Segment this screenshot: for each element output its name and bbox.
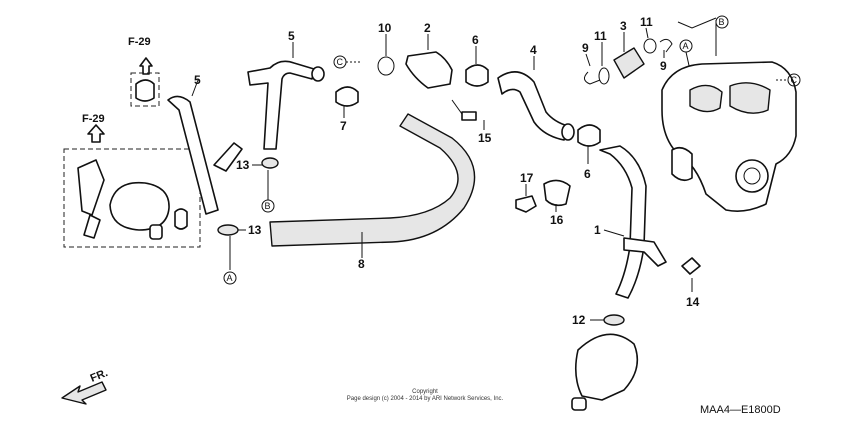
- ref-f29-top[interactable]: F-29: [128, 36, 151, 48]
- callout-9b: 9: [660, 59, 667, 73]
- holder-16: [543, 179, 571, 207]
- callout-13b: 13: [248, 223, 262, 237]
- clip-9-left: [584, 71, 601, 85]
- thermostat-housing-group: [63, 148, 201, 248]
- washer-13-middle: [261, 157, 279, 169]
- callout-8: 8: [358, 257, 365, 271]
- water-pump: [574, 333, 639, 401]
- oring-12: [603, 314, 625, 326]
- clip-9-right: [659, 38, 673, 53]
- callout-5a: 5: [194, 73, 201, 87]
- oring-10: [377, 56, 395, 76]
- callout-6b: 6: [584, 167, 591, 181]
- bolt-15: [461, 111, 477, 121]
- copyright-line-1: Copyright: [412, 389, 438, 395]
- ref-f29-left[interactable]: F-29: [82, 113, 105, 125]
- callout-12: 12: [572, 313, 586, 327]
- hose-1: [599, 145, 647, 299]
- marker-a-right: A: [683, 41, 689, 51]
- marker-c-left: C: [337, 57, 344, 67]
- callout-10: 10: [378, 21, 392, 35]
- callout-16: 16: [550, 213, 564, 227]
- pipe-3: [613, 47, 645, 79]
- clamp-7: [335, 86, 359, 107]
- front-direction-arrow: FR.: [61, 367, 110, 405]
- callout-15: 15: [478, 131, 492, 145]
- hose-5-upper: [247, 60, 315, 150]
- callout-4: 4: [530, 43, 537, 57]
- callout-9a: 9: [582, 41, 589, 55]
- callout-2: 2: [424, 21, 431, 35]
- marker-b-right: B: [719, 17, 725, 27]
- diagram-code: MAA4—E1800D: [700, 404, 781, 416]
- callout-11a: 11: [594, 29, 607, 43]
- callout-13a: 13: [236, 158, 250, 172]
- callout-14: 14: [686, 295, 700, 309]
- hose-8: [269, 113, 476, 247]
- callout-11b: 11: [640, 15, 653, 29]
- f29-top-reference: F-29: [128, 36, 160, 107]
- oring-11-left: [598, 67, 610, 85]
- bolt-14: [681, 257, 701, 275]
- clamp-6-lower: [577, 124, 601, 147]
- callout-7: 7: [340, 119, 347, 133]
- oring-11-right: [643, 38, 657, 54]
- washer-13-left: [217, 224, 239, 236]
- f29-left-reference: F-29: [82, 113, 105, 143]
- marker-c-right: C: [791, 75, 798, 85]
- copyright-line-2: Page design (c) 2004 - 2014 by ARI Netwo…: [347, 396, 504, 402]
- callout-17: 17: [520, 171, 534, 185]
- engine-block: [661, 61, 797, 212]
- hose-4: [497, 71, 569, 141]
- callout-6a: 6: [472, 33, 479, 47]
- callout-3: 3: [620, 19, 627, 33]
- clip-17: [515, 195, 537, 213]
- joint-2: [405, 51, 453, 89]
- direction-label: FR.: [89, 367, 110, 385]
- callout-5b: 5: [288, 29, 295, 43]
- callout-1: 1: [594, 223, 601, 237]
- hose-5-left: [167, 95, 219, 215]
- marker-b-left: B: [265, 201, 271, 211]
- marker-a-left: A: [227, 273, 233, 283]
- clamp-6-upper: [465, 64, 489, 87]
